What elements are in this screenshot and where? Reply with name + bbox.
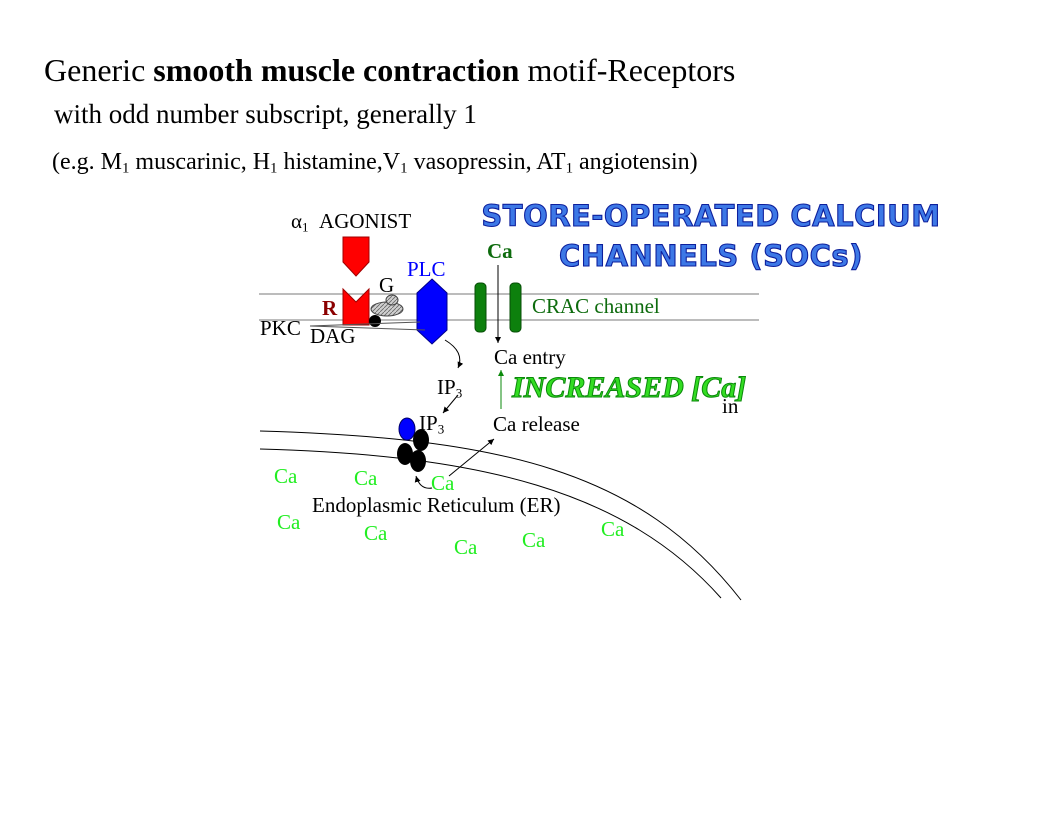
dag-line-2 — [309, 325, 426, 331]
ip3-upper-text: IP — [437, 375, 456, 399]
alpha-subscript: 1 — [302, 219, 309, 235]
er-calcium-6: Ca — [454, 535, 478, 559]
dag-line-1 — [309, 321, 421, 327]
ca-entry-label: Ca entry — [494, 345, 566, 369]
g-protein-dot — [369, 315, 381, 327]
er-calcium-7: Ca — [522, 528, 546, 552]
g-label: G — [379, 273, 395, 297]
ip3-receptor-black-1 — [413, 429, 429, 451]
er-calcium-5: Ca — [364, 521, 388, 545]
crac-channel-label: CRAC channel — [532, 294, 660, 318]
title-line-1: Generic smooth muscle contraction motif-… — [44, 52, 735, 88]
receptor-shape — [342, 287, 370, 326]
plc-label: PLC — [407, 257, 446, 281]
er-membrane-outer — [259, 430, 742, 601]
banner-line-1: STORE-OPERATED CALCIUM — [481, 198, 941, 233]
er-calcium-4: Ca — [277, 510, 301, 534]
ip3-receptor-black-2 — [397, 443, 413, 465]
increased-ca-label: INCREASED [Ca] — [511, 371, 747, 405]
plc-to-ip3-arrow — [444, 339, 464, 369]
er-calcium-1: Ca — [274, 464, 298, 488]
plc-enzyme — [416, 278, 448, 345]
ca-top-label: Ca — [487, 239, 513, 263]
examples-sub-1: 1 — [121, 160, 130, 177]
examples-text-2: histamine,V — [277, 149, 401, 175]
pkc-label: PKC — [260, 316, 301, 340]
ip3-upper-label: IP3 — [437, 375, 463, 401]
examples-sub-4: 1 — [565, 160, 574, 177]
examples-sub-2: 1 — [270, 160, 278, 177]
ip3-lower-text: IP — [419, 411, 438, 435]
title-line-3: (e.g. M1 muscarinic, H1 histamine,V1 vas… — [52, 148, 698, 176]
ip3-lower-label: IP3 — [419, 411, 445, 437]
examples-open: (e.g. M — [52, 149, 122, 175]
agonist-label: α1 AGONIST — [291, 209, 412, 235]
ip3-upper-sub: 3 — [455, 385, 463, 401]
er-membrane-inner — [259, 448, 722, 599]
banner-line-2: CHANNELS (SOCs) — [558, 238, 863, 273]
dag-label: DAG — [310, 324, 356, 348]
ip3-to-receptor-arrow — [442, 394, 459, 414]
crac-channel-left — [474, 282, 487, 333]
ip3-lower-sub: 3 — [437, 421, 445, 437]
examples-text-3: vasopressin, AT — [407, 149, 566, 175]
examples-text-4: angiotensin) — [573, 149, 698, 175]
title-line-2: with odd number subscript, generally 1 — [54, 99, 477, 129]
ca-release-label: Ca release — [493, 412, 580, 436]
increased-ca-subscript: in — [722, 394, 739, 418]
examples-text-1: muscarinic, H — [129, 149, 271, 175]
er-label: Endoplasmic Reticulum (ER) — [312, 493, 561, 517]
er-calcium-3: Ca — [431, 471, 455, 495]
alpha-symbol: α — [291, 209, 303, 233]
g-protein-subunit — [370, 301, 404, 317]
agonist-text: AGONIST — [319, 209, 412, 233]
examples-sub-3: 1 — [400, 160, 408, 177]
er-calcium-2: Ca — [354, 466, 378, 490]
soc-banner: STORE-OPERATED CALCIUM CHANNELS (SOCs) — [470, 196, 952, 276]
title-pre: Generic — [44, 52, 154, 88]
title-post: motif-Receptors — [519, 52, 736, 88]
agonist-shape — [342, 236, 370, 277]
receptor-label: R — [322, 296, 338, 320]
g-protein-top — [385, 294, 399, 306]
ca-release-arrow — [448, 438, 495, 477]
ip3-receptor-black-3 — [410, 450, 426, 472]
title-bold: smooth muscle contraction — [153, 52, 520, 88]
ip3-receptor-blue — [398, 417, 416, 441]
crac-channel-right — [509, 282, 522, 333]
er-ca-to-receptor-arrow — [414, 475, 433, 489]
er-calcium-8: Ca — [601, 517, 625, 541]
